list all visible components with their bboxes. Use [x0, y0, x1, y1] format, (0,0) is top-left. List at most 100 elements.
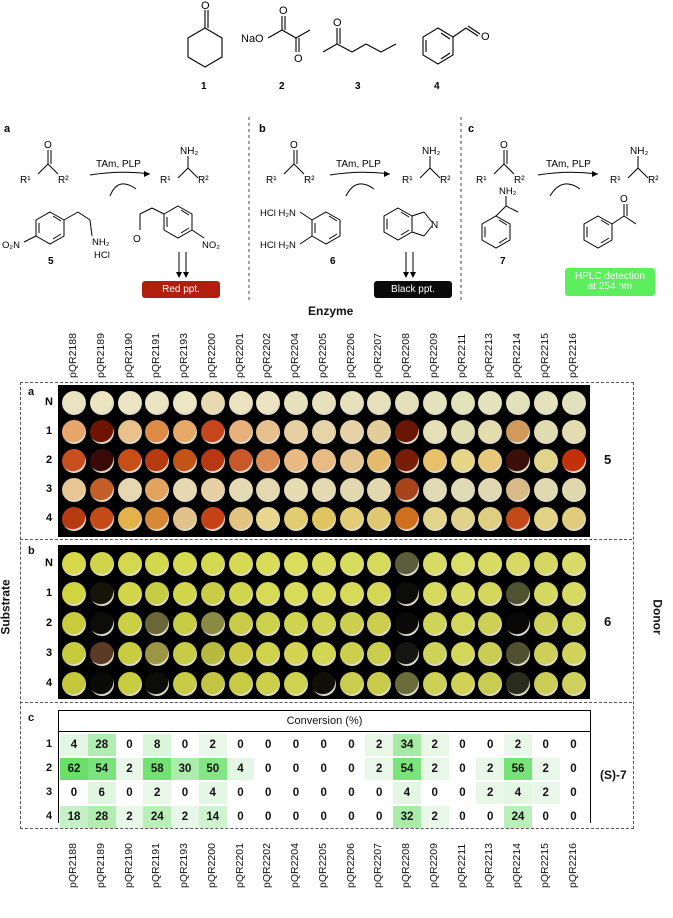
conversion-cell: 0	[292, 811, 300, 823]
conversion-title: Conversion (%)	[286, 715, 363, 727]
well	[367, 642, 392, 666]
scheme-b-donor-6	[299, 211, 341, 245]
well	[228, 552, 253, 576]
conversion-row-label: 3	[45, 786, 53, 798]
well	[561, 420, 586, 444]
panel_b-row-label: N	[45, 557, 53, 569]
svg-text:O: O	[279, 5, 288, 17]
top-enzyme-label: pQR2206	[344, 333, 357, 378]
bottom-enzyme-label: pQR2193	[178, 843, 190, 888]
scheme-c-conditions: TAm, PLP	[546, 159, 591, 170]
well	[506, 391, 530, 415]
well	[422, 391, 447, 415]
panel-a-letter: a	[28, 386, 35, 398]
well	[173, 449, 197, 473]
well	[506, 612, 530, 636]
well	[450, 552, 475, 576]
well	[173, 582, 197, 606]
conversion-cell: 56	[504, 758, 532, 780]
well	[228, 642, 253, 666]
conversion-cell: 6	[87, 782, 116, 804]
top-enzyme-label: pQR2200	[205, 333, 218, 378]
well	[533, 642, 558, 666]
conversion-cell: 0	[292, 739, 300, 751]
well	[367, 391, 392, 415]
bottom-enzyme-label: pQR2213	[483, 843, 496, 888]
well	[533, 507, 558, 531]
well	[311, 391, 336, 415]
conversion-cell: 24	[143, 806, 172, 828]
well	[62, 507, 86, 531]
well	[284, 642, 308, 666]
svg-text:O: O	[44, 140, 52, 151]
well	[506, 672, 530, 696]
scheme-a-conditions: TAm, PLP	[96, 159, 141, 170]
compound-2-structure	[267, 16, 311, 52]
well	[256, 582, 281, 606]
compound-4-structure	[422, 25, 481, 65]
well	[228, 612, 253, 636]
conversion-cell: 0	[376, 811, 383, 823]
well	[173, 642, 197, 666]
conversion-cell: 54	[87, 758, 116, 780]
conversion-cell: 0	[376, 787, 383, 799]
conversion-cell: 0	[320, 739, 327, 751]
conversion-cell: 0	[570, 763, 577, 775]
well	[117, 552, 142, 576]
well	[228, 391, 253, 415]
svg-text:R²: R²	[514, 175, 525, 186]
well	[395, 420, 419, 444]
well	[311, 420, 336, 444]
well	[478, 420, 503, 444]
conversion-cell: 0	[487, 811, 494, 823]
svg-text:NH₂: NH₂	[180, 146, 198, 157]
conversion-cell: 0	[542, 739, 549, 751]
well	[145, 507, 170, 531]
scheme-b-hcl-1: HCl H₂N	[260, 208, 296, 219]
well	[422, 552, 447, 576]
well	[395, 507, 419, 531]
well	[533, 478, 558, 502]
well	[422, 672, 447, 696]
well	[117, 478, 142, 502]
well	[506, 420, 530, 444]
well	[422, 449, 447, 473]
bottom-enzyme-label: pQR2215	[538, 843, 551, 888]
well	[395, 478, 419, 502]
well	[367, 552, 392, 576]
bottom-enzyme-label: pQR2188	[67, 843, 79, 888]
compound-3-structure	[322, 28, 397, 53]
donor-axis-label: Donor	[650, 599, 665, 635]
compound-1-structure	[187, 10, 223, 68]
well	[311, 642, 336, 666]
conversion-cell: 0	[320, 763, 327, 775]
svg-text:O: O	[333, 17, 342, 29]
well	[561, 449, 586, 473]
bottom-enzyme-label: pQR2205	[316, 843, 329, 888]
svg-text:O: O	[133, 234, 141, 245]
well	[173, 552, 197, 576]
conversion-cell: 4	[60, 734, 88, 756]
well	[339, 478, 364, 502]
scheme-c-compound: 7	[500, 256, 506, 267]
black-ppt-label: Black ppt.	[391, 283, 435, 295]
conversion-cell: 28	[87, 806, 116, 828]
hplc-label-line1: HPLC detection	[574, 271, 646, 282]
well	[256, 552, 281, 576]
well	[89, 612, 114, 636]
bottom-enzyme-label: pQR2202	[261, 843, 274, 888]
conversion-cell: 0	[237, 739, 244, 751]
bottom-enzyme-label: pQR2208	[400, 843, 412, 888]
top-enzyme-label: pQR2202	[261, 333, 274, 378]
black-ppt-badge: Black ppt.	[374, 281, 452, 298]
bottom-enzyme-label: pQR2207	[372, 843, 385, 888]
bottom-enzyme-label: pQR2191	[150, 843, 163, 888]
conversion-cell: 0	[459, 787, 466, 799]
well	[478, 552, 503, 576]
well	[367, 612, 392, 636]
conversion-cell: 0	[292, 787, 300, 799]
svg-text:R²: R²	[58, 175, 69, 186]
scheme-c-donor-7	[481, 196, 519, 249]
well	[367, 478, 392, 502]
bottom-enzyme-label: pQR2209	[427, 843, 440, 888]
